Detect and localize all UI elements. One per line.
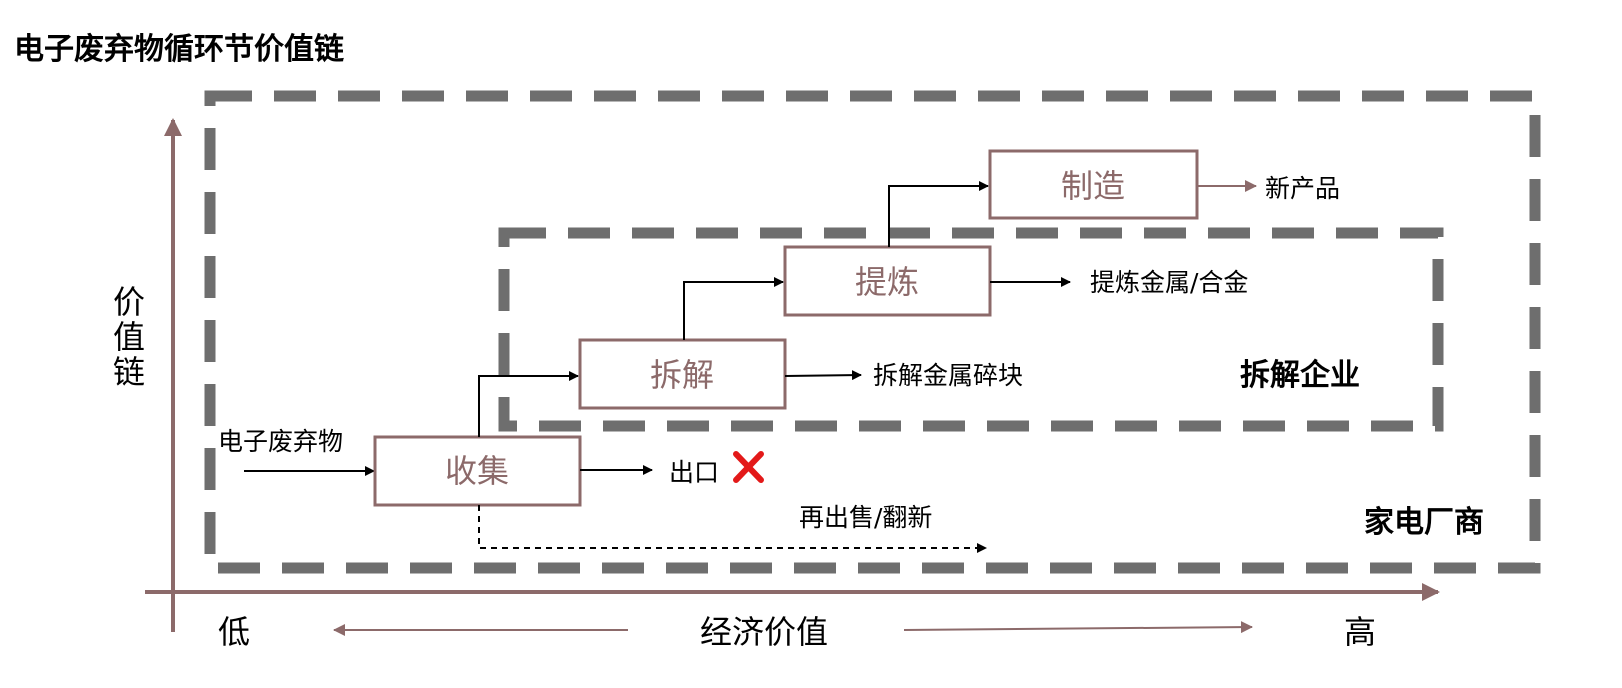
region-label-dismantler: 拆解企业 <box>1240 358 1360 393</box>
box-collect: 收集 <box>373 435 582 507</box>
connector-collect-to-dismantle <box>478 371 579 437</box>
output-label-refine: 提炼金属/合金 <box>1090 268 1248 297</box>
region-dismantler-border <box>498 227 1444 432</box>
x-axis-high-label: 高 <box>1344 613 1376 651</box>
output-label-export: 出口 <box>669 458 719 487</box>
region-manufacturer-border <box>204 90 1541 574</box>
output-label-dismantle: 拆解金属碎块 <box>873 361 1023 390</box>
x-axis-low-label: 低 <box>218 613 250 651</box>
output-label-new-product: 新产品 <box>1265 174 1340 203</box>
x-axis-center-label: 经济价值 <box>700 613 828 651</box>
box-manufacture: 制造 <box>988 149 1199 220</box>
y-axis-label-char-3: 链 <box>113 353 145 391</box>
box-manufacture-label: 制造 <box>1061 167 1125 205</box>
box-dismantle: 拆解 <box>578 338 787 410</box>
region-label-manufacturer: 家电厂商 <box>1364 505 1484 540</box>
box-refine: 提炼 <box>783 245 992 317</box>
output-arrow-dismantle <box>784 370 862 381</box>
y-axis-label-char-2: 值 <box>113 318 145 356</box>
connector-dismantle-to-refine <box>683 277 784 340</box>
y-axis-label-char-1: 价 <box>113 283 145 321</box>
input-label: 电子废弃物 <box>218 427 343 456</box>
diagram-title: 电子废弃物循环节价值链 <box>14 32 344 67</box>
box-refine-label: 提炼 <box>855 263 919 301</box>
resale-dashed-arrow <box>478 505 987 553</box>
cross-mark-icon <box>733 451 764 483</box>
output-label-resale: 再出售/翻新 <box>799 503 932 532</box>
x-axis-right-arrow <box>903 621 1253 634</box>
connector-refine-to-manufacture <box>888 181 989 247</box>
box-dismantle-label: 拆解 <box>650 356 714 394</box>
box-collect-label: 收集 <box>445 452 509 490</box>
